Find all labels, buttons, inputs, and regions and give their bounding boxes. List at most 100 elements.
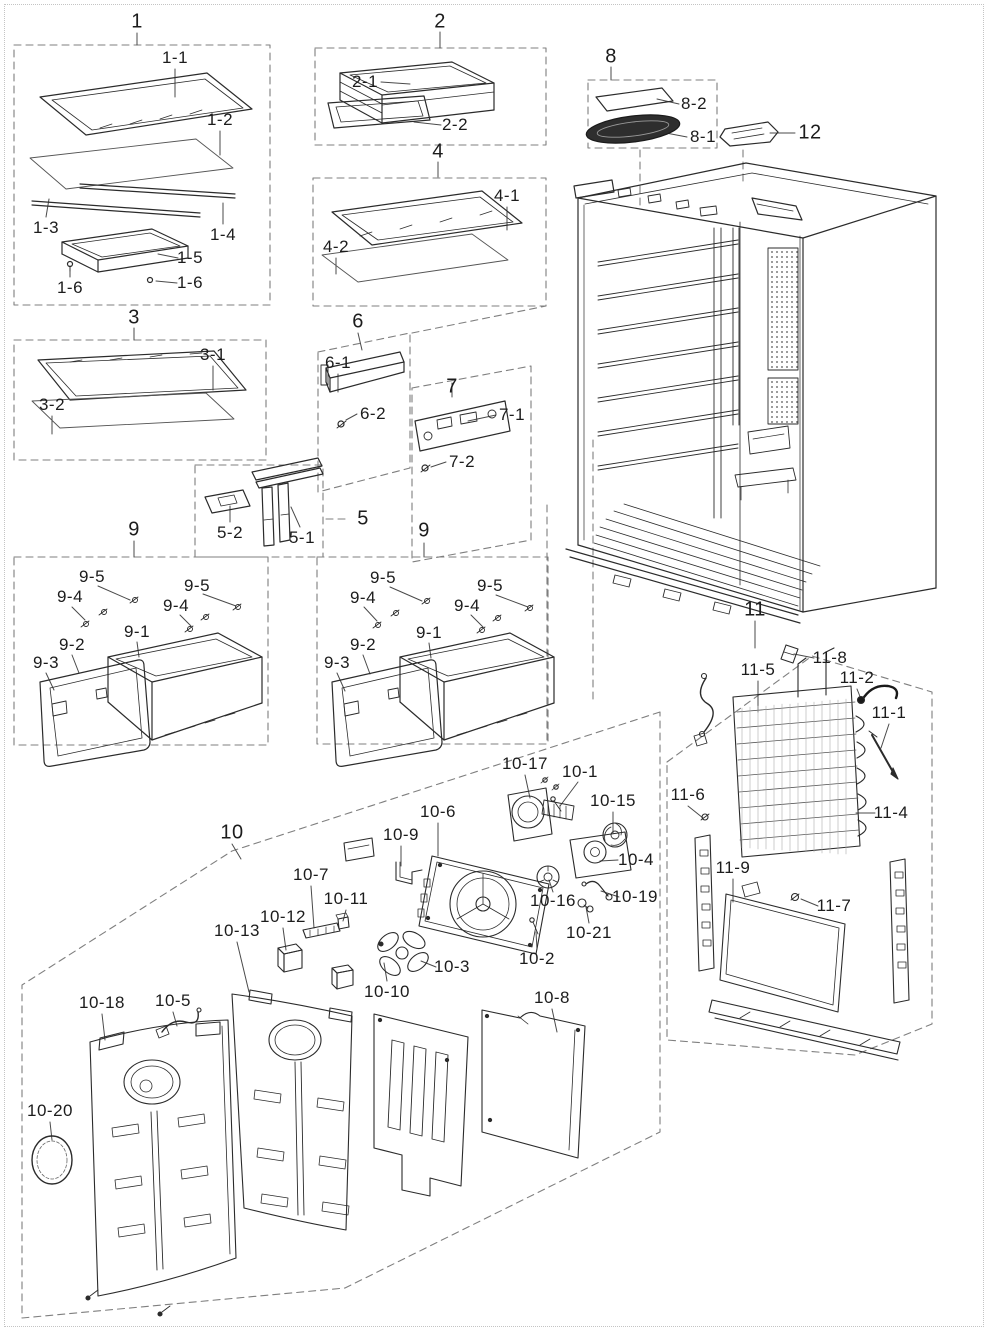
label-part-9-1-a: 9-1 (123, 622, 151, 641)
label-part-5-2: 5-2 (216, 523, 244, 542)
label-part-3-2: 3-2 (38, 395, 66, 414)
label-part-8-1: 8-1 (689, 127, 717, 146)
label-group-4: 4 (432, 140, 444, 163)
label-part-10-20: 10-20 (27, 1101, 73, 1120)
label-group-8: 8 (605, 45, 617, 68)
label-part-9-2-b: 9-2 (349, 635, 377, 654)
label-part-10-11: 10-11 (323, 889, 369, 908)
part-11-8-art (780, 644, 799, 664)
label-part-10-7: 10-7 (292, 865, 330, 884)
group-9-right-boundary (316, 556, 549, 745)
label-part-11-2: 11-2 (839, 668, 875, 687)
label-part-10-16: 10-16 (530, 891, 576, 910)
label-part-10-5: 10-5 (154, 991, 192, 1010)
label-part-4-1: 4-1 (493, 186, 521, 205)
group-10-boundary (21, 711, 661, 1319)
label-group-9-left: 9 (128, 518, 140, 541)
label-part-10-4: 10-4 (617, 850, 655, 869)
label-part-1-2: 1-2 (206, 110, 234, 129)
label-part-10-1: 10-1 (561, 762, 599, 781)
label-part-1-1: 1-1 (161, 48, 189, 67)
label-part-10-17: 10-17 (502, 754, 548, 773)
label-part-9-1-b: 9-1 (415, 623, 443, 642)
label-part-5-1: 5-1 (288, 528, 316, 547)
label-part-10-13: 10-13 (214, 921, 260, 940)
group-3-art (31, 350, 247, 429)
label-part-4-2: 4-2 (322, 237, 350, 256)
label-part-9-2-a: 9-2 (58, 635, 86, 654)
label-part-8-2: 8-2 (680, 94, 708, 113)
label-part-7-1: 7-1 (498, 405, 526, 424)
label-group-11: 11 (744, 598, 766, 621)
group-9-left-boundary (13, 556, 269, 746)
group-1-art (29, 72, 253, 284)
group-2-boundary (314, 47, 547, 146)
group-5-art (204, 457, 324, 547)
label-group-1: 1 (131, 10, 143, 33)
group-8-boundary (587, 79, 718, 149)
label-part-1-3: 1-3 (32, 218, 60, 237)
label-part-9-5-b: 9-5 (183, 576, 211, 595)
group-9-right-art (331, 597, 555, 767)
label-part-10-10: 10-10 (364, 982, 410, 1001)
label-part-11-7: 11-7 (816, 896, 852, 915)
label-part-10-3: 10-3 (433, 957, 471, 976)
label-part-11-5: 11-5 (740, 660, 776, 679)
label-group-10: 10 (220, 821, 244, 844)
group-boundaries (13, 44, 933, 1319)
label-part-11-9: 11-9 (715, 858, 751, 877)
label-part-9-4-c: 9-4 (349, 588, 377, 607)
label-group-3: 3 (128, 306, 140, 329)
label-group-9-right: 9 (418, 519, 430, 542)
group-4-art (321, 190, 523, 283)
label-part-11-8: 11-8 (812, 648, 848, 667)
group-9-left-art (39, 596, 263, 767)
label-part-11-1: 11-1 (871, 703, 907, 722)
label-group-2: 2 (434, 10, 446, 33)
group-6-art (320, 351, 405, 429)
label-part-9-4-a: 9-4 (56, 587, 84, 606)
label-part-10-6: 10-6 (419, 802, 457, 821)
label-part-3-1: 3-1 (199, 345, 227, 364)
label-part-6-2: 6-2 (359, 404, 387, 423)
label-part-10-19: 10-19 (612, 887, 658, 906)
label-group-5: 5 (357, 507, 369, 530)
label-part-9-4-b: 9-4 (162, 596, 190, 615)
label-part-1-6-a: 1-6 (56, 278, 84, 297)
label-part-2-1: 2-1 (351, 72, 379, 91)
group-11-art (693, 644, 910, 1061)
label-part-10-12: 10-12 (260, 907, 306, 926)
group-10-art (31, 776, 632, 1317)
label-part-10-15: 10-15 (590, 791, 636, 810)
label-part-2-2: 2-2 (441, 115, 469, 134)
cabinet-art (565, 162, 937, 624)
group-11-boundary (666, 655, 933, 1056)
group-2-art (327, 61, 495, 129)
label-part-9-4-d: 9-4 (453, 596, 481, 615)
label-part-9-3-b: 9-3 (323, 653, 351, 672)
label-part-11-6: 11-6 (670, 785, 706, 804)
label-group-7: 7 (446, 375, 458, 398)
label-group-6: 6 (352, 310, 364, 333)
group-7-boundary (411, 365, 532, 563)
group-8-art (585, 87, 779, 147)
label-part-6-1: 6-1 (324, 353, 352, 372)
part-12-art (719, 121, 779, 147)
label-part-1-4: 1-4 (209, 225, 237, 244)
label-part-9-3-a: 9-3 (32, 653, 60, 672)
label-part-10-18: 10-18 (79, 993, 125, 1012)
label-part-10-9: 10-9 (382, 825, 420, 844)
label-part-9-5-d: 9-5 (476, 576, 504, 595)
group-6-boundary (317, 332, 411, 493)
group-3-boundary (13, 339, 267, 461)
label-part-9-5-c: 9-5 (369, 568, 397, 587)
group-1-boundary (13, 44, 271, 306)
label-part-10-21: 10-21 (566, 923, 612, 942)
label-part-10-8: 10-8 (533, 988, 571, 1007)
label-part-10-2: 10-2 (518, 949, 556, 968)
label-part-7-2: 7-2 (448, 452, 476, 471)
group-7-art (414, 400, 511, 473)
